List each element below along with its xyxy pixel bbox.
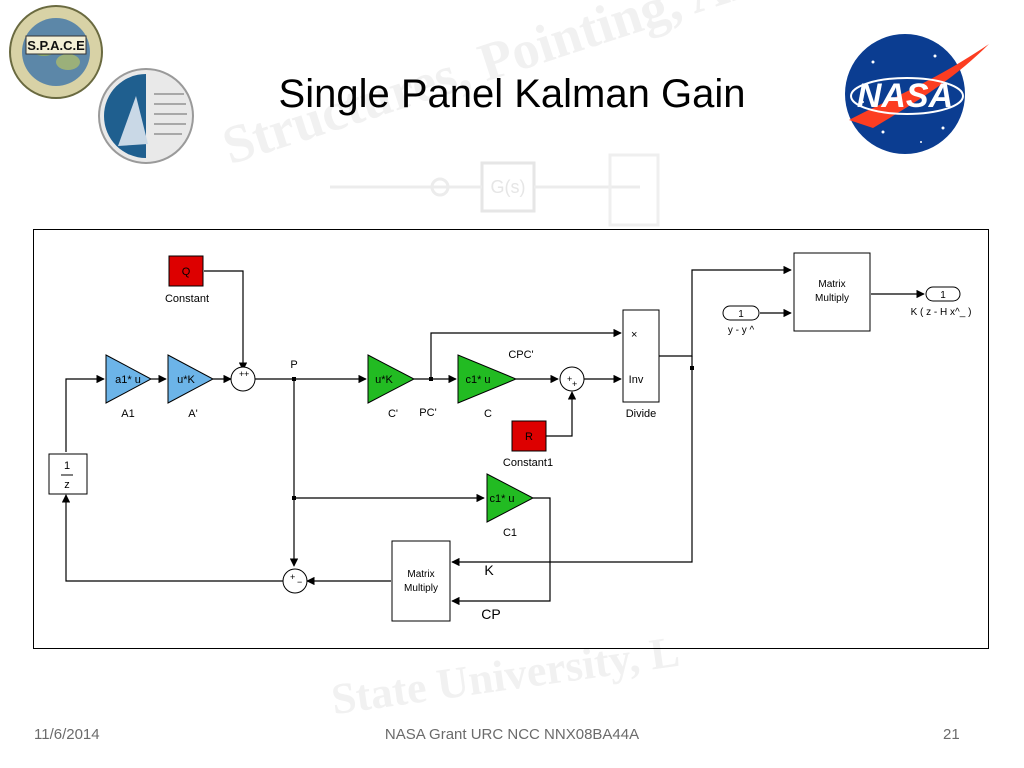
- signal-k-label: K: [484, 562, 494, 578]
- inport-label: y - y ^: [728, 325, 755, 336]
- footer-date: 11/6/2014: [34, 726, 100, 743]
- outport-num: 1: [940, 290, 946, 301]
- gain-c-expr: c1* u: [465, 374, 490, 386]
- sum3-plus: +: [290, 572, 295, 582]
- signal-p-label: P: [290, 359, 297, 371]
- gain-cprime-label: C': [388, 408, 398, 420]
- constant-q-block[interactable]: Q: [168, 255, 204, 287]
- footer-grant: NASA Grant URC NCC NNX08BA44A: [384, 726, 640, 743]
- constant-r-label: Constant1: [503, 457, 553, 469]
- gain-aprime-label: A': [188, 408, 197, 420]
- gain-cprime-block[interactable]: u*K: [367, 354, 416, 404]
- constant-r-value: R: [525, 431, 533, 443]
- constant-r-block[interactable]: R: [511, 420, 547, 452]
- gain-c1-expr: c1* u: [489, 493, 514, 505]
- sum1-plus-b: +: [244, 369, 249, 379]
- outport-block[interactable]: 1: [925, 286, 961, 302]
- gain-a1-expr: a1* u: [115, 374, 141, 386]
- matmul-bottom-line1: Matrix: [407, 569, 434, 580]
- divide-inv-label: Inv: [629, 374, 644, 386]
- junction-p-c1: [292, 496, 296, 500]
- signal-cp-label: CP: [481, 606, 500, 622]
- matmul-top-line1: Matrix: [818, 279, 845, 290]
- matrix-multiply-bottom-block[interactable]: Matrix Multiply: [391, 540, 451, 622]
- gain-aprime-expr: u*K: [177, 374, 195, 386]
- space-logo-text: S.P.A.C.E: [27, 38, 85, 53]
- inport-block[interactable]: 1: [722, 305, 760, 321]
- space-logo: S.P.A.C.E: [9, 5, 103, 99]
- junction-pc: [429, 377, 433, 381]
- sum2-plus-a: +: [567, 374, 572, 384]
- outport-label: K ( z - H x^_ ): [911, 307, 972, 318]
- slide-title: Single Panel Kalman Gain: [278, 72, 746, 116]
- divide-mult-symbol: ×: [631, 329, 637, 341]
- signal-cpc-label: CPC': [508, 349, 533, 361]
- page-number: 21: [943, 726, 960, 743]
- delay-numerator: 1: [64, 460, 70, 472]
- diagram-frame: [33, 229, 989, 649]
- junction-p: [292, 377, 296, 381]
- gain-a1-label: A1: [121, 408, 134, 420]
- csula-logo: [98, 68, 194, 164]
- matmul-bottom-line2: Multiply: [404, 583, 438, 594]
- matmul-top-line2: Multiply: [815, 293, 849, 304]
- gain-c-block[interactable]: c1* u: [457, 354, 518, 404]
- sum-block-3[interactable]: + −: [282, 568, 308, 594]
- signal-pc-label: PC': [419, 407, 436, 419]
- nasa-logo: NASA: [845, 34, 989, 154]
- sum-block-1[interactable]: + +: [230, 366, 256, 392]
- gain-aprime-block[interactable]: u*K: [167, 354, 215, 404]
- gain-a1-block[interactable]: a1* u: [105, 354, 153, 404]
- divide-block[interactable]: × Inv: [622, 309, 660, 403]
- gain-c1-block[interactable]: c1* u: [486, 473, 535, 523]
- gain-cprime-expr: u*K: [375, 374, 393, 386]
- constant-q-value: Q: [182, 266, 191, 278]
- sum3-minus: −: [297, 577, 302, 587]
- gain-c-label: C: [484, 408, 492, 420]
- sum2-plus-b: +: [572, 379, 577, 389]
- signal-lines: [61, 265, 925, 606]
- sum-block-2[interactable]: + +: [559, 366, 585, 392]
- constant-q-label: Constant: [165, 293, 209, 305]
- divide-label: Divide: [626, 408, 657, 420]
- delay-denominator: z: [64, 479, 70, 491]
- sum1-plus-a: +: [239, 369, 244, 379]
- matrix-multiply-top-block[interactable]: Matrix Multiply: [793, 252, 871, 332]
- nasa-logo-text: NASA: [857, 77, 953, 115]
- unit-delay-block[interactable]: 1 z: [48, 453, 88, 495]
- inport-num: 1: [738, 309, 744, 320]
- gain-c1-label: C1: [503, 527, 517, 539]
- junction-k: [690, 366, 694, 370]
